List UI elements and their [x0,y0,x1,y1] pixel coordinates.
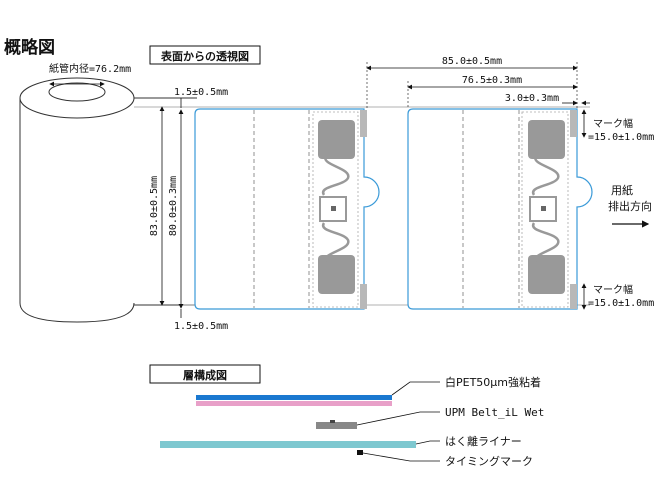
feed-direction: 用紙 排出方向 [608,183,652,228]
dimension-label-width: 76.5±0.3mm [407,75,578,108]
dim-label-height-text: 80.0±0.3mm [168,176,179,236]
timing-mark [360,284,367,309]
dim-total-width-text: 85.0±0.5mm [442,56,502,67]
dim-bottom-margin-text: 1.5±0.5mm [174,321,228,332]
rfid-chip [541,206,546,211]
timing-mark [360,110,367,137]
mark-width-top: マーク幅 =15.0±1.0mm [581,109,654,143]
core-hole [48,82,106,102]
core-diameter-callout: 紙管内径=76.2mm [49,62,131,87]
layer-name-2: UPM Belt_iL Wet [445,406,544,419]
dim-roll-height-text: 83.0±0.5mm [149,176,160,236]
timing-mark [570,284,577,309]
dimension-top-margin: 1.5±0.5mm [174,87,228,108]
dimension-right-gap: 3.0±0.3mm [505,93,590,106]
feed-direction-line2: 排出方向 [608,199,652,213]
mark-width-bottom-value: =15.0±1.0mm [588,298,654,309]
mark-width-bottom: マーク幅 =15.0±1.0mm [581,283,654,310]
layer-structure: 白PET50μm強粘着 UPM Belt_iL Wet はく離ライナー タイミン… [160,375,544,468]
dimension-bottom-margin: 1.5±0.5mm [174,309,228,332]
antenna-pad-bottom [318,255,355,294]
layer-adhesive [196,401,392,406]
antenna-pad-bottom [528,255,565,294]
core-diameter-label: 紙管内径=76.2mm [49,62,131,75]
layer-liner [160,441,416,448]
dim-label-width-text: 76.5±0.3mm [462,75,522,86]
diagram-title: 概略図 [4,37,55,58]
dim-top-margin-text: 1.5±0.5mm [174,87,228,98]
dimension-roll-height: 83.0±0.5mm [149,106,165,306]
timing-mark [570,110,577,137]
dimension-total-width: 85.0±0.5mm [366,56,578,108]
surface-view-label-box: 表面からの透視図 [149,45,261,65]
feed-direction-line1: 用紙 [611,183,633,197]
layer-name-3: はく離ライナー [445,434,522,448]
mark-width-bottom-title: マーク幅 [593,283,633,296]
antenna-pad-top [528,120,565,159]
layer-inlay [316,422,357,429]
dimension-label-height: 80.0±0.3mm [168,109,184,309]
layer-name-4: タイミングマーク [445,454,533,468]
surface-view-label: 表面からの透視図 [160,49,249,63]
dim-right-gap-text: 3.0±0.3mm [505,93,559,104]
label-1 [194,108,380,310]
layer-timing-mark [357,450,363,455]
layer-pet [196,395,392,400]
layer-name-1: 白PET50μm強粘着 [445,375,541,389]
rfid-chip [331,206,336,211]
label-2 [407,108,593,310]
layer-label-box: 層構成図 [149,364,261,384]
antenna-pad-top [318,120,355,159]
mark-width-top-value: =15.0±1.0mm [588,132,654,143]
layer-label: 層構成図 [183,368,227,382]
mark-width-top-title: マーク幅 [593,117,633,130]
